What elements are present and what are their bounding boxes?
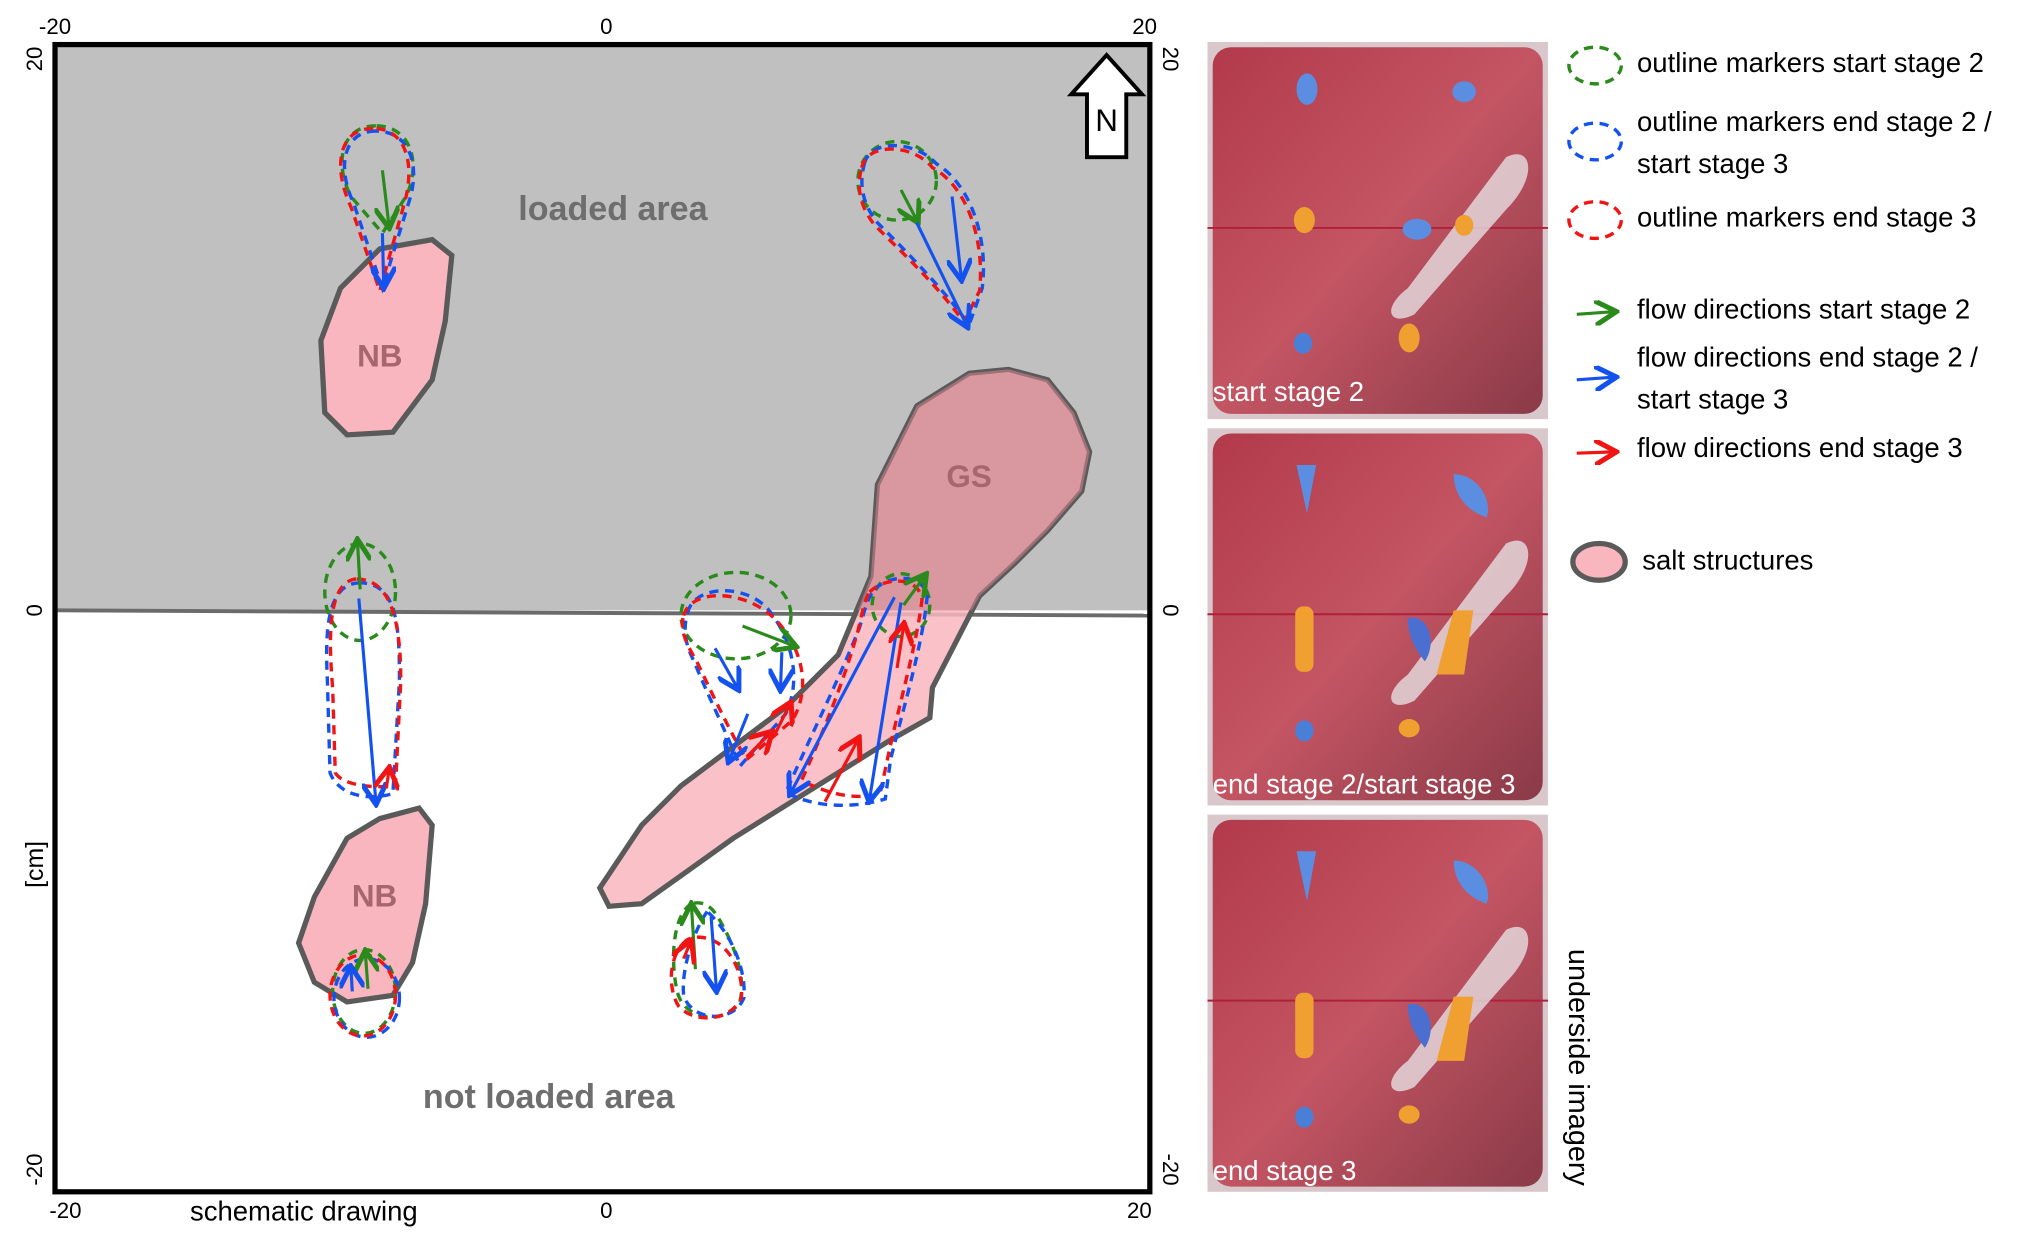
marker-group-sw (328, 950, 402, 1039)
bottom-tick: 0 (600, 1198, 612, 1223)
top-tick: 20 (1132, 14, 1157, 39)
top-tick: -20 (39, 14, 71, 39)
not-loaded-area-label: not loaded area (423, 1078, 676, 1116)
marker-group-s (669, 903, 746, 1020)
legend-label: outline markers start stage 2 (1637, 47, 1984, 78)
red-dashed-outline-icon (1567, 200, 1624, 241)
flow-arrow (897, 626, 904, 669)
top-tick: 0 (600, 14, 612, 39)
blue-dashed-outline-icon (1567, 121, 1624, 162)
flow-arrow (382, 170, 389, 225)
legend-label: start stage 3 (1637, 148, 1788, 179)
map-frame (52, 41, 1153, 1195)
photo-start-stage-2: start stage 2 (1207, 41, 1548, 420)
flow-arrow (358, 542, 361, 590)
north-label: N (1095, 103, 1118, 138)
green-arrow-icon (1576, 312, 1614, 315)
salt-structure-nb-north (318, 236, 455, 438)
flow-arrow (775, 705, 789, 735)
flow-arrow (382, 233, 383, 285)
salt-label-gs: GS (946, 459, 991, 494)
flow-arrow (781, 652, 782, 687)
flow-arrow (365, 953, 368, 989)
legend-label: salt structures (1642, 545, 1813, 576)
flow-arrow (741, 624, 794, 646)
flow-arrow (901, 189, 917, 220)
flow-arrow (357, 598, 376, 802)
axis-unit-label: [cm] (21, 841, 49, 888)
legend-label: flow directions end stage 2 / (1637, 342, 1978, 373)
flow-arrow (351, 969, 352, 992)
salt-structure-nb-south (295, 805, 435, 1005)
flow-arrow (729, 713, 750, 760)
legend-label: flow directions end stage 3 (1637, 432, 1963, 463)
schematic-caption: schematic drawing (190, 1196, 418, 1227)
blue-arrow-icon (1576, 377, 1614, 380)
load-boundary-line (54, 608, 1150, 618)
marker-group-nw (338, 124, 416, 297)
legend-label: flow directions start stage 2 (1637, 293, 1970, 324)
left-tick: 0 (22, 604, 47, 616)
north-arrow-icon (1066, 52, 1147, 160)
right-tick: 20 (1158, 47, 1183, 72)
flow-arrow (684, 943, 691, 959)
schematic-map: N loaded area not loaded area NB GS NB -… (21, 14, 1183, 1227)
salt-label-nb-south: NB (352, 878, 397, 913)
gs-loaded-overlay (857, 369, 1090, 611)
flow-arrow (952, 196, 961, 277)
flow-arrow (915, 221, 967, 325)
salt-structure-swatch-icon (1570, 540, 1628, 583)
photo-caption: end stage 2/start stage 3 (1213, 769, 1516, 800)
flow-arrow (745, 733, 770, 759)
bottom-tick: 20 (1127, 1198, 1152, 1223)
left-tick: 20 (22, 47, 47, 72)
bottom-tick: -20 (49, 1198, 81, 1223)
flow-arrow (691, 906, 695, 970)
underside-imagery-label: underside imagery (1562, 949, 1594, 1187)
green-dashed-outline-icon (1567, 45, 1624, 86)
flow-arrow (386, 770, 389, 788)
legend-label: outline markers end stage 3 (1637, 202, 1976, 233)
photo-end-stage-3: end stage 3 (1207, 814, 1548, 1192)
red-arrow-icon (1576, 452, 1614, 453)
right-tick: 0 (1158, 604, 1183, 616)
marker-group-w (323, 542, 403, 802)
flow-arrow (823, 740, 858, 803)
left-tick: -20 (22, 1153, 47, 1185)
loaded-area-label: loaded area (518, 190, 708, 228)
flow-arrow (713, 647, 737, 687)
photo-caption: end stage 3 (1213, 1155, 1357, 1186)
right-tick: -20 (1158, 1153, 1183, 1185)
photo-caption: start stage 2 (1213, 376, 1364, 407)
salt-label-nb-north: NB (357, 339, 402, 374)
flow-arrow (902, 576, 925, 607)
north-arrow: N (1066, 52, 1147, 160)
legend-label: start stage 3 (1637, 384, 1788, 415)
flow-arrow (711, 916, 716, 989)
photo-end-stage-2-start-stage-3: end stage 2/start stage 3 (1207, 428, 1548, 806)
marker-group-gs (783, 574, 932, 806)
flow-arrow (791, 596, 896, 792)
legend: outline markers start stage 2 outline ma… (1567, 45, 1992, 583)
marker-group-center (679, 570, 805, 770)
marker-group-ne (856, 139, 986, 325)
legend-label: outline markers end stage 2 / (1637, 106, 1992, 137)
